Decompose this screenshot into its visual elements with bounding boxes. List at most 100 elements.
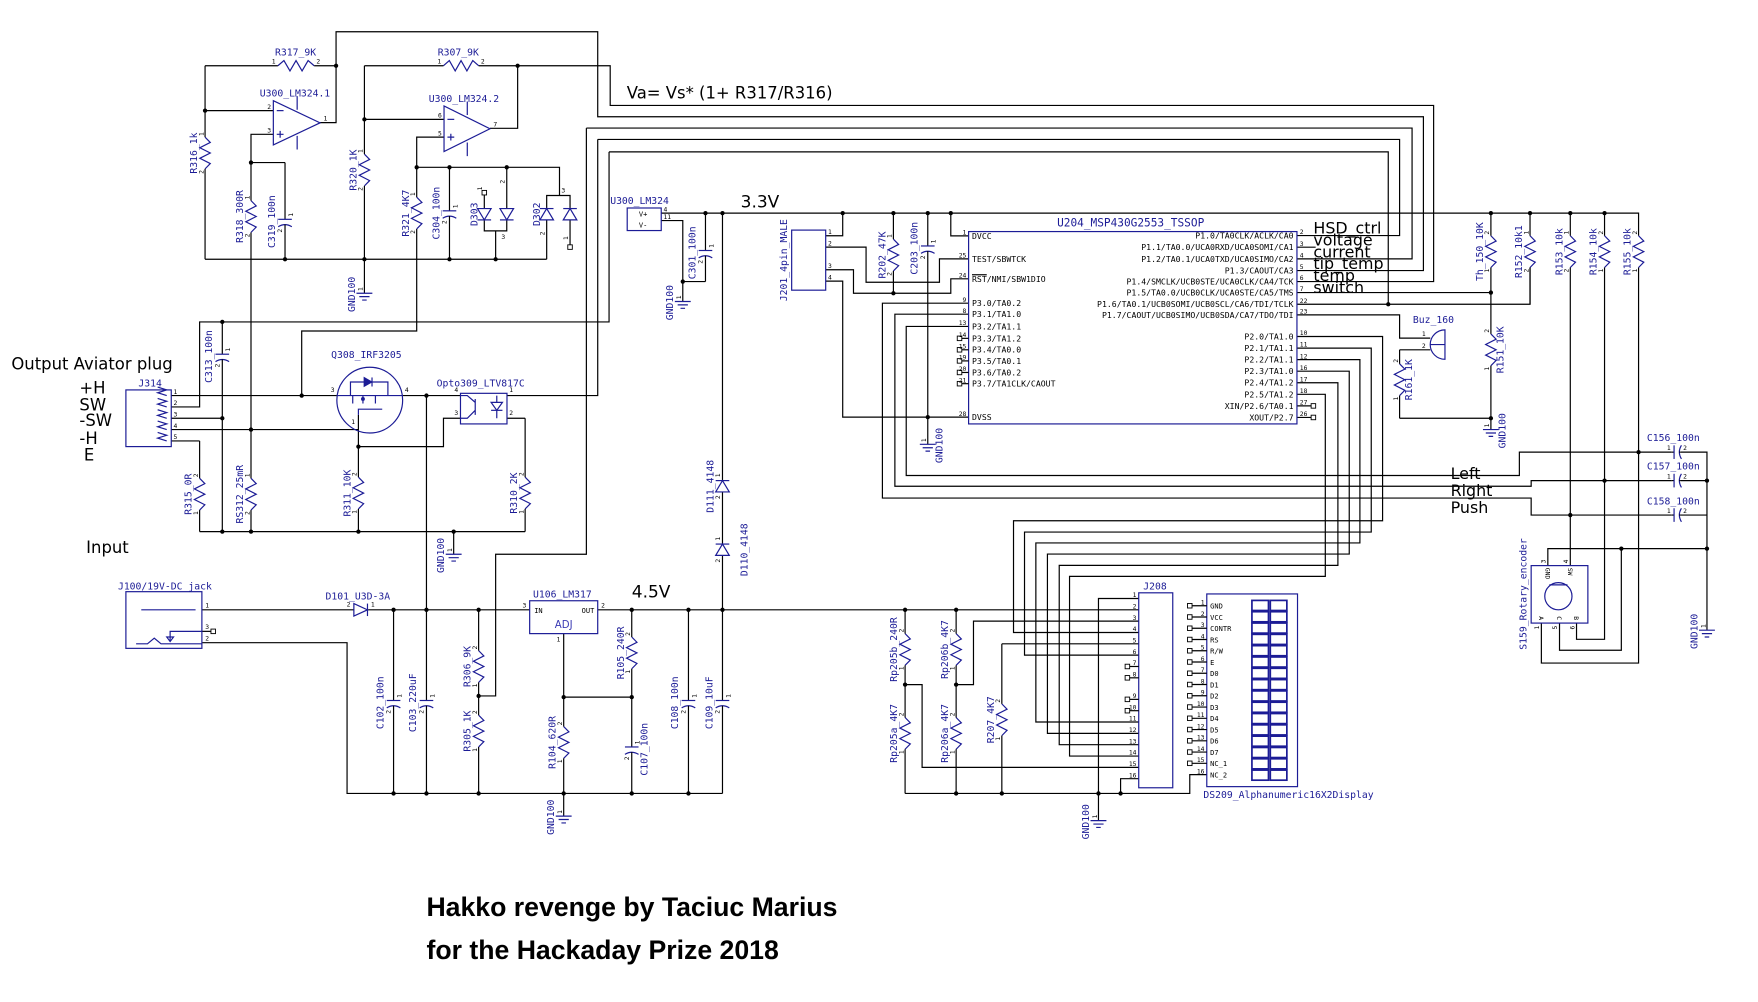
pin-name: P1.7/CAOUT/UCB0SIMO/UCB0SDA/CA7/TDO/TDI [1102,310,1294,320]
pin-number: 3 [1541,559,1548,563]
pin-number: 2 [518,472,525,476]
output-plug-title: Output Aviator plug [11,355,172,374]
component-label: Th_150_10K [1475,222,1486,281]
open-terminal [1187,636,1193,643]
lcd-character-cell [1269,622,1288,634]
pin-number: 11 [1300,342,1308,349]
pin-number: 1 [358,287,365,291]
ground-label: GND100 [347,277,358,312]
pin-name: P3.0/TA0.2 [972,298,1021,308]
pin-number: 1 [410,192,417,196]
pin-number: 2 [316,58,320,65]
pin-name: NC_1 [1210,759,1227,768]
pin-number: 2 [1393,359,1400,363]
pin-name: P2.5/TA1.2 [1244,389,1293,399]
junction-dot [424,393,429,398]
pin-name: D6 [1210,737,1218,746]
net-label-switch: switch [1313,278,1364,297]
pin-name: P1.4/SMCLK/UCB0STE/UCA0CLK/CA4/TCK [1127,277,1294,287]
pin-number: 1 [429,694,436,698]
header-box [1138,592,1174,789]
pin-number: 1 [193,511,200,515]
pin-number: 1 [518,510,525,514]
resistor-zigzag-icon [625,636,639,670]
open-terminal [1187,648,1193,654]
pin-number: 1 [1667,445,1671,452]
pin-number: 1 [828,229,832,236]
pin-number: 1 [452,204,459,208]
label-layer: Va= Vs* (1+ R317/R316) 3.3V 4.5V Output … [11,83,1492,965]
pin-number: 2 [174,400,178,407]
pin-number: 14 [1197,746,1205,753]
component-label: U300_LM324.2 [429,94,500,105]
resistor-zigzag-icon [410,196,424,230]
ground-icon [1090,820,1107,829]
pin-name: P3.2/TA1.1 [972,321,1021,331]
junction-dot [1386,302,1391,307]
pin-number: 5 [1201,645,1205,652]
net-label-temp: temp [1313,266,1355,285]
pin-number: 1 [244,473,251,477]
opto-box [459,392,508,425]
pin-name: D7 [1210,748,1218,757]
pin-number: 3 [828,263,832,270]
pin-number: 2 [244,511,251,515]
pin-number: 11 [664,214,672,221]
pin-number: 2 [1300,229,1304,236]
open-terminal [1310,403,1317,409]
pin-number: 21 [959,377,967,384]
wire [661,219,706,283]
lcd-character-cell [1269,723,1288,736]
pin-number: 1 [472,748,479,752]
pin-name: P2.3/TA1.0 [1244,366,1293,376]
component-label: R202_47K [877,231,888,278]
pin-number: 2 [1133,603,1137,610]
component-label: C313_100n [204,330,215,383]
lcd-character-cell [1251,690,1270,702]
pin-number: 2 [625,632,632,636]
pin-number: 5 [438,130,442,137]
wire [825,213,844,237]
resistor-zigzag-icon [244,477,258,511]
resistor-zigzag-icon [557,726,571,759]
wire [517,65,1435,283]
lcd-character-cell [1251,723,1270,736]
wire [546,194,571,209]
buzzer-icon [1429,329,1446,360]
socket-contact-icon [155,397,169,408]
open-terminal [956,358,963,364]
pin-number: 2 [898,628,905,632]
pin-number: 2 [624,756,631,760]
component-label: R154_10k [1589,228,1600,275]
wire [1058,382,1339,746]
pin-number: 3 [454,410,458,417]
wire [1680,451,1708,549]
pin-number: 4 [1563,559,1570,563]
component-label: C301_100n [687,226,698,279]
pin-name: P3.4/TA0.0 [972,345,1021,355]
junction-dot [333,63,339,68]
socket-contact-icon [155,431,169,442]
component-label: R315_0R [184,474,195,515]
pin-number: 2 [539,231,546,235]
pin-number: 2 [887,272,894,276]
pin-number: 1 [244,195,251,199]
component-label: R207_4K7 [986,696,997,743]
lcd-character-cell [1269,757,1288,770]
open-terminal [1124,663,1131,670]
lcd-character-cell [1251,735,1270,748]
pin-number: 22 [1300,298,1308,305]
pin-name: P1.2/TA0.1/UCA0TXD/UCA0SIMO/CA2 [1141,254,1293,264]
pin-number: 1 [472,683,479,687]
